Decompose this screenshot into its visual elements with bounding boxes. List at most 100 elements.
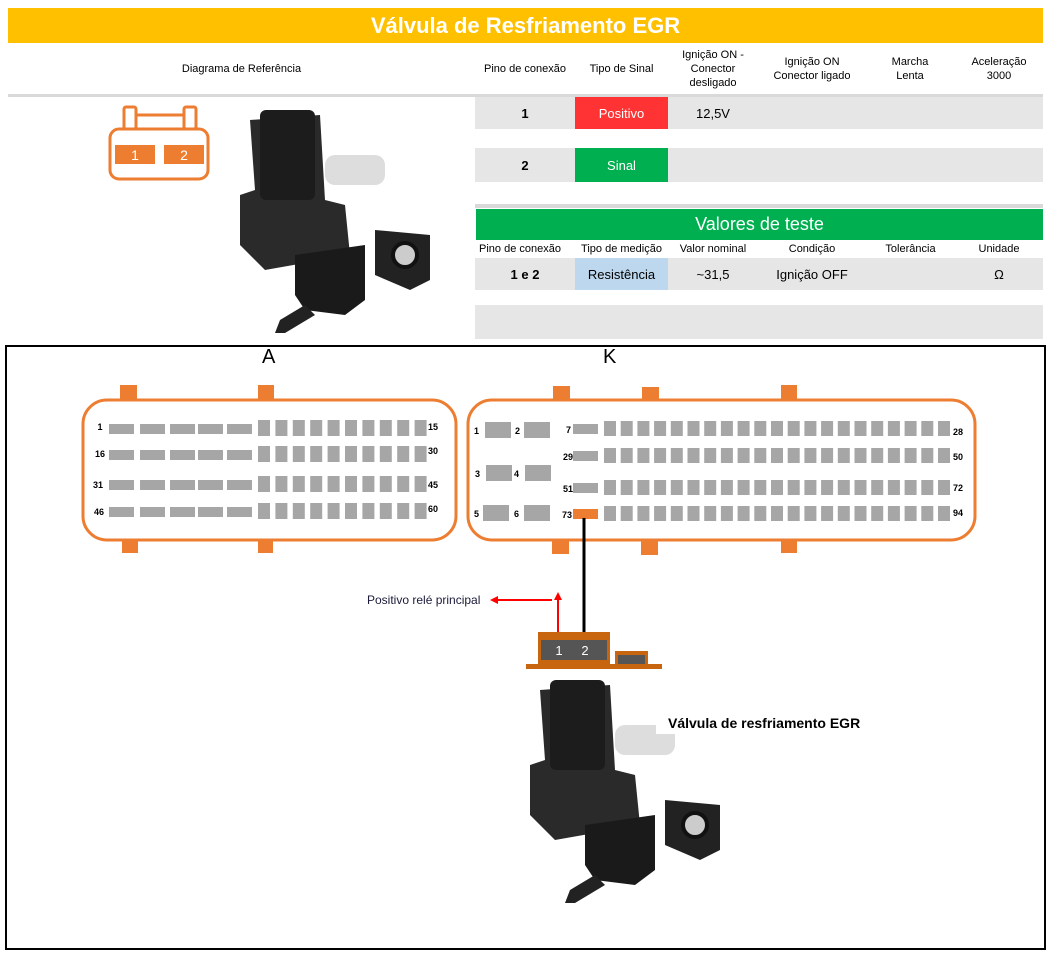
pin [310,476,323,492]
valve-photo [240,110,430,333]
page-title: Válvula de Resfriamento EGR [8,8,1043,43]
test-values-title: Valores de teste [476,209,1043,240]
pin [258,503,270,519]
measurement-type: Resistência [575,258,668,290]
pin [170,507,195,517]
pin [637,448,650,463]
pin [887,448,900,463]
pin [310,420,323,436]
pin [787,448,800,463]
connector-base [526,664,662,669]
pin [921,506,934,521]
pin [483,505,509,521]
pin [887,480,900,495]
pin [414,476,427,492]
ign-off-value: 12,5V [696,105,730,121]
pin [654,480,667,495]
pin [720,448,733,463]
pin [921,480,934,495]
pin [837,421,850,436]
pin [414,420,427,436]
pin [109,507,134,517]
pin [854,421,867,436]
pin-label: 45 [428,480,438,490]
pin-label: 60 [428,504,438,514]
pin [704,448,717,463]
connector-tab [122,539,138,553]
pin [670,421,683,436]
pin [573,451,598,461]
pin [787,480,800,495]
pin [620,480,633,495]
component-label: Válvula de resfriamento EGR [656,712,873,734]
wiring-diagram-panel [5,345,1046,950]
table-row: 1 Positivo 12,5V [475,97,1043,129]
pin [637,506,650,521]
connector-latch-inner [618,655,645,664]
pin-label: 46 [94,507,104,517]
pin-label: 94 [953,508,963,518]
connector-k-label: K [603,346,617,368]
pin [140,450,165,460]
pin [573,424,598,434]
pin [737,421,750,436]
pin [258,446,270,462]
pin [140,424,165,434]
pin [821,480,834,495]
pin [397,476,410,492]
pin [871,480,884,495]
pin [379,446,392,462]
pin [524,422,550,438]
pin [227,450,252,460]
pin [362,503,375,519]
pin [620,448,633,463]
pin [904,448,917,463]
pin [754,421,767,436]
pin [754,506,767,521]
pin [198,424,223,434]
arrow-up-icon [554,592,562,600]
pin [704,480,717,495]
pin-label: 3 [475,469,480,479]
pin [720,421,733,436]
pin-label: 73 [562,510,572,520]
pin [938,506,950,521]
pin [737,506,750,521]
pin [887,506,900,521]
pin [704,506,717,521]
pin [573,509,598,519]
pin [379,420,392,436]
pin [140,480,165,490]
valve-photo [530,680,720,903]
pin [637,421,650,436]
pin [904,506,917,521]
pin [787,506,800,521]
pin [871,421,884,436]
pin [754,480,767,495]
pin [275,446,288,462]
connector-tab [642,387,659,401]
pin [904,480,917,495]
pin [854,448,867,463]
header-pin: Pino de conexão [484,63,566,75]
pin [379,503,392,519]
pin [837,448,850,463]
pin [227,424,252,434]
pin [687,421,700,436]
pin [170,480,195,490]
pin [292,420,305,436]
pin [604,448,616,463]
pin-label: 7 [566,425,571,435]
pin [754,448,767,463]
pin [109,450,134,460]
pin-label: 29 [563,452,573,462]
pin-label: 15 [428,422,438,432]
pin [275,476,288,492]
pin-2-label: 2 [581,643,588,658]
connector-tab [641,539,658,555]
pin [771,421,783,436]
pin-label: 28 [953,427,963,437]
header-accel: Aceleração 3000 [971,56,1027,82]
pin-label: 1 [474,426,479,436]
wire-note: Positivo relé principal [367,593,480,607]
